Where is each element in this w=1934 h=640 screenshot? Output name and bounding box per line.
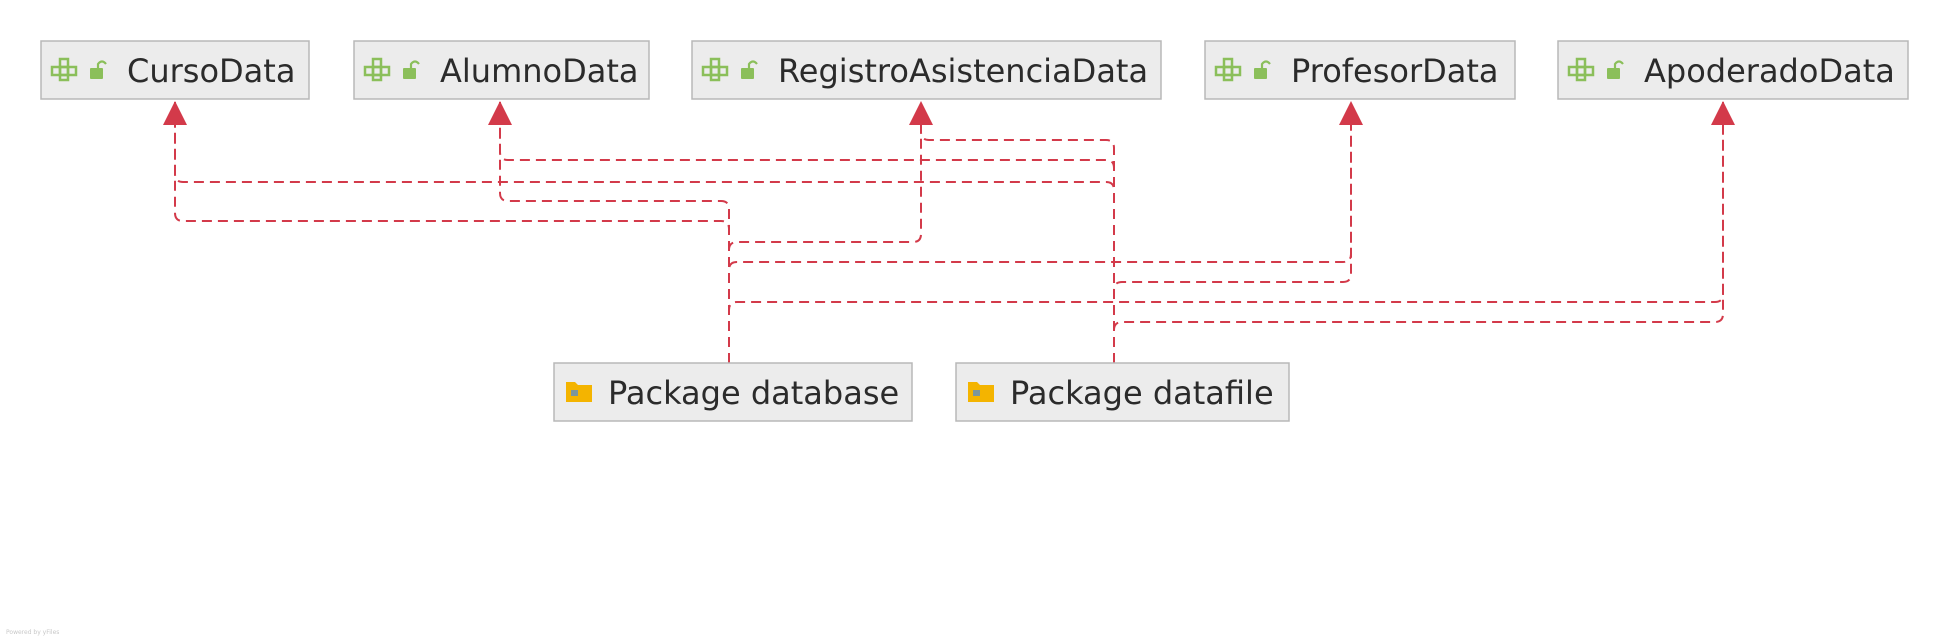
edge-database-to-apoderado bbox=[728, 102, 1724, 363]
node-label: CursoData bbox=[127, 52, 295, 90]
node-label: Package datafile bbox=[1010, 374, 1274, 412]
edge-datafile-to-registro bbox=[920, 102, 1115, 363]
edge-datafile-to-profesor bbox=[1113, 102, 1352, 363]
arrowhead-alumno bbox=[488, 101, 512, 125]
folder-icon bbox=[968, 382, 994, 402]
arrowhead-apoderado bbox=[1711, 101, 1735, 125]
package-node-datafile[interactable]: Package datafile bbox=[955, 362, 1290, 422]
arrowheads bbox=[163, 101, 1735, 125]
edge-datafile-to-curso bbox=[174, 102, 1115, 363]
arrowhead-curso bbox=[163, 101, 187, 125]
node-box bbox=[40, 40, 310, 100]
interface-icon bbox=[363, 57, 391, 82]
edge-database-to-alumno bbox=[499, 102, 730, 363]
interface-icon bbox=[50, 57, 78, 82]
node-box bbox=[353, 40, 650, 100]
edge-datafile-to-apoderado bbox=[1113, 102, 1724, 363]
node-label: ProfesorData bbox=[1291, 52, 1499, 90]
class-node-alumno[interactable]: AlumnoData bbox=[353, 40, 650, 100]
node-box bbox=[553, 362, 913, 422]
public-lock-icon bbox=[90, 60, 107, 79]
public-lock-icon bbox=[1607, 60, 1624, 79]
interface-icon bbox=[1567, 57, 1595, 82]
powered-by-footer: Powered by yFiles bbox=[6, 629, 60, 636]
edge-database-to-curso bbox=[174, 102, 730, 363]
diagram-nodes: CursoData AlumnoData RegistroAsistenciaDat… bbox=[40, 40, 1909, 422]
folder-icon bbox=[566, 382, 592, 402]
public-lock-icon bbox=[741, 60, 758, 79]
interface-icon bbox=[701, 57, 729, 82]
interface-icon bbox=[1214, 57, 1242, 82]
node-box bbox=[955, 362, 1290, 422]
arrowhead-registro bbox=[909, 101, 933, 125]
class-node-registro[interactable]: RegistroAsistenciaData bbox=[691, 40, 1162, 100]
dependency-edges bbox=[174, 102, 1724, 363]
public-lock-icon bbox=[403, 60, 420, 79]
class-node-profesor[interactable]: ProfesorData bbox=[1204, 40, 1516, 100]
node-label: ApoderadoData bbox=[1644, 52, 1895, 90]
edge-datafile-to-alumno bbox=[499, 102, 1115, 363]
package-node-database[interactable]: Package database bbox=[553, 362, 913, 422]
node-label: RegistroAsistenciaData bbox=[778, 52, 1148, 90]
edge-database-to-registro bbox=[728, 102, 922, 363]
class-node-apoderado[interactable]: ApoderadoData bbox=[1557, 40, 1909, 100]
node-box bbox=[1204, 40, 1516, 100]
node-label: AlumnoData bbox=[440, 52, 639, 90]
node-box bbox=[691, 40, 1162, 100]
public-lock-icon bbox=[1254, 60, 1271, 79]
arrowhead-profesor bbox=[1339, 101, 1363, 125]
edge-database-to-profesor bbox=[728, 102, 1352, 363]
class-node-curso[interactable]: CursoData bbox=[40, 40, 310, 100]
node-label: Package database bbox=[608, 374, 899, 412]
